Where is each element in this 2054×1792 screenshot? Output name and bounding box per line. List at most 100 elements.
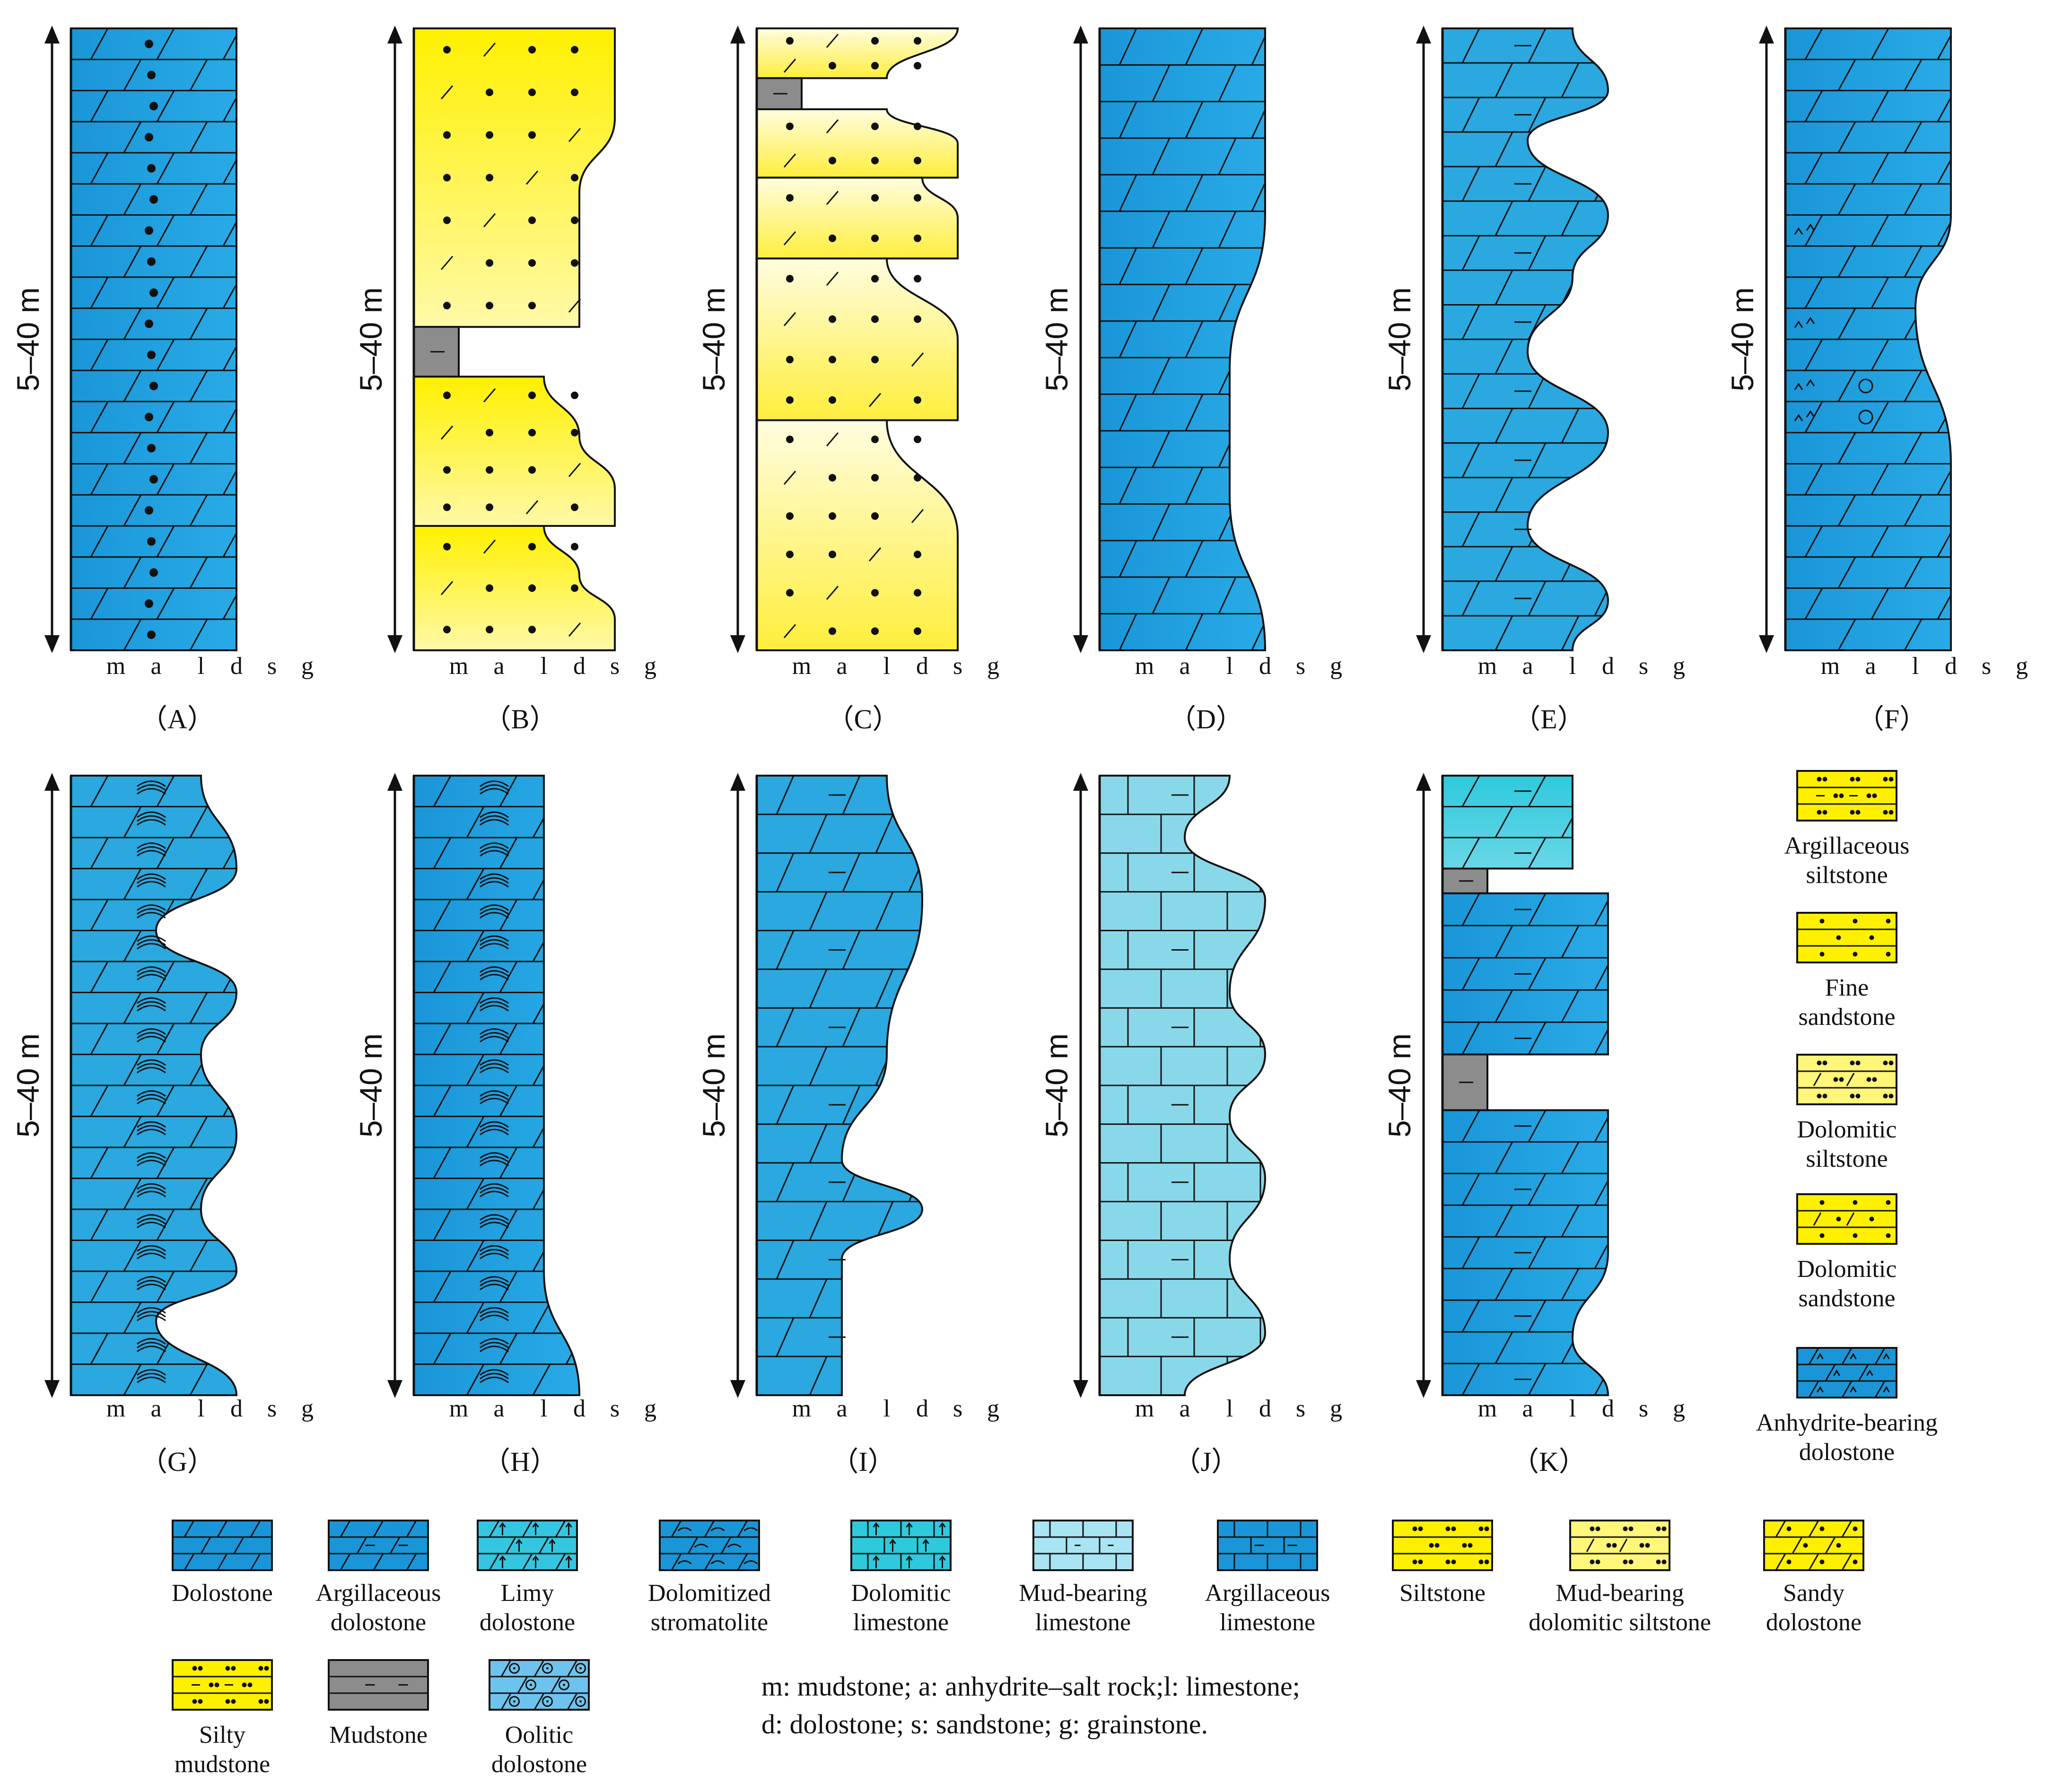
dolomite-slash <box>1904 557 1923 589</box>
dolomite-slash <box>1594 512 1608 547</box>
swatch-box <box>1392 1520 1493 1571</box>
dolomite-slash <box>156 401 175 433</box>
dolomitic-slash <box>826 34 839 48</box>
dolomite-slash <box>1251 467 1265 505</box>
dolomite-slash <box>189 184 208 216</box>
dolomite-slash <box>433 837 452 869</box>
dolomite-slash <box>975 931 992 970</box>
sand-dot <box>829 234 836 242</box>
swatch-anhy <box>1883 1353 1890 1360</box>
dolomite-slash <box>1661 838 1678 869</box>
dolomitic-slash <box>440 255 454 270</box>
axis-tick-m: m <box>792 1395 811 1422</box>
dolomite-slash <box>189 59 208 91</box>
dolomite-slash <box>123 59 142 91</box>
dolomite-slash <box>466 1364 485 1395</box>
swatch-box <box>1796 1193 1897 1245</box>
dolomite-slash <box>1870 90 1889 122</box>
axis-tick-d: d <box>1259 653 1271 680</box>
axis-tick-l: l <box>198 653 204 680</box>
stromatolite-symbol <box>137 1252 166 1259</box>
axis-tick-s: s <box>953 653 962 680</box>
dolomite-slash <box>1661 443 1678 478</box>
side-legend-label: Argillaceous <box>1784 832 1910 859</box>
stromatolite-symbol <box>480 908 509 915</box>
dolomite-slash <box>1594 1022 1608 1055</box>
arrow-head-up <box>730 26 745 44</box>
axis-tick-g: g <box>1673 653 1685 680</box>
swatch-dot <box>1645 1543 1650 1548</box>
dolomite-slash <box>156 152 175 184</box>
sand-dot <box>786 551 794 559</box>
swatch-slash <box>1813 1073 1822 1086</box>
dolomite-slash <box>1804 152 1823 184</box>
sand-dot <box>571 216 578 224</box>
swatch-arrow <box>922 1538 929 1552</box>
anhydrite-symbol <box>1794 379 1815 390</box>
sand-dot <box>871 61 879 70</box>
swatch-slash <box>233 1537 245 1554</box>
dolomite-slash <box>222 1209 236 1241</box>
dolomite-slash <box>632 1085 649 1117</box>
stromatolite-symbol <box>480 1066 509 1074</box>
axis-tick-s: s <box>1982 653 1991 680</box>
dolomite-slash <box>256 370 273 402</box>
dolomite-slash <box>1971 495 1988 526</box>
dolomite-slash <box>1661 1110 1678 1142</box>
dolomite-slash <box>499 899 518 931</box>
dolomite-slash <box>1937 587 1951 620</box>
swatch-dot <box>1883 810 1888 815</box>
swatch-dot <box>1836 1216 1841 1222</box>
sand-dot <box>829 627 836 635</box>
swatch-dot <box>1888 1093 1894 1099</box>
stromatolite-symbol <box>480 1218 509 1224</box>
axis-tick-a: a <box>493 1395 504 1422</box>
dolomite-slash <box>1628 1142 1645 1173</box>
dolomite-slash <box>632 1209 649 1241</box>
dolomitic-slash <box>483 388 496 402</box>
column-label: （J） <box>1173 1446 1239 1477</box>
stromatolite-symbol <box>480 1276 509 1283</box>
swatch-slash <box>184 1553 195 1571</box>
sand-dot <box>486 174 493 182</box>
sand-dot <box>829 551 836 559</box>
axis-tick-l: l <box>541 1395 547 1422</box>
swatch-dot <box>1819 1559 1825 1565</box>
arrow-head-down <box>387 1380 402 1398</box>
swatch-box <box>1796 770 1897 822</box>
swatch-box <box>328 1659 429 1711</box>
stromatolite-symbol <box>137 935 166 942</box>
dolomite-slash <box>289 588 306 620</box>
swatch-dot <box>1661 1526 1667 1531</box>
dolomite-slash <box>156 1147 175 1179</box>
stromatolite-symbol <box>480 1098 509 1104</box>
dolomite-slash <box>1804 525 1823 558</box>
dolomite-slash <box>433 961 452 993</box>
swatch-slash <box>500 1693 512 1710</box>
axis-tick-s: s <box>1639 1395 1648 1422</box>
stromatolite-symbol <box>137 784 166 791</box>
dolomite-slash <box>1528 235 1547 271</box>
legend-label: Oolitic <box>505 1722 573 1748</box>
dolomite-slash <box>499 1023 518 1055</box>
stromatolite-symbol <box>137 1001 166 1008</box>
swatch-dot <box>1853 1526 1858 1531</box>
axis-tick-m: m <box>449 653 468 680</box>
dolomite-slash <box>942 1047 959 1085</box>
swatch-ooid <box>525 1679 536 1690</box>
dolomite-slash <box>1661 512 1678 547</box>
dolomite-slash <box>1628 990 1645 1022</box>
swatch-dot <box>1836 935 1841 940</box>
dolomite-slash <box>499 1271 518 1303</box>
stromatolite-symbol <box>480 1160 509 1166</box>
sand-dot <box>528 542 536 551</box>
sand-dot <box>571 46 578 54</box>
swatch-ooid-core <box>513 1700 516 1703</box>
swatch-dot <box>1886 918 1891 924</box>
bed-lines <box>414 776 649 1395</box>
sand-dot <box>786 512 794 520</box>
dolomite-slash <box>1661 374 1678 409</box>
